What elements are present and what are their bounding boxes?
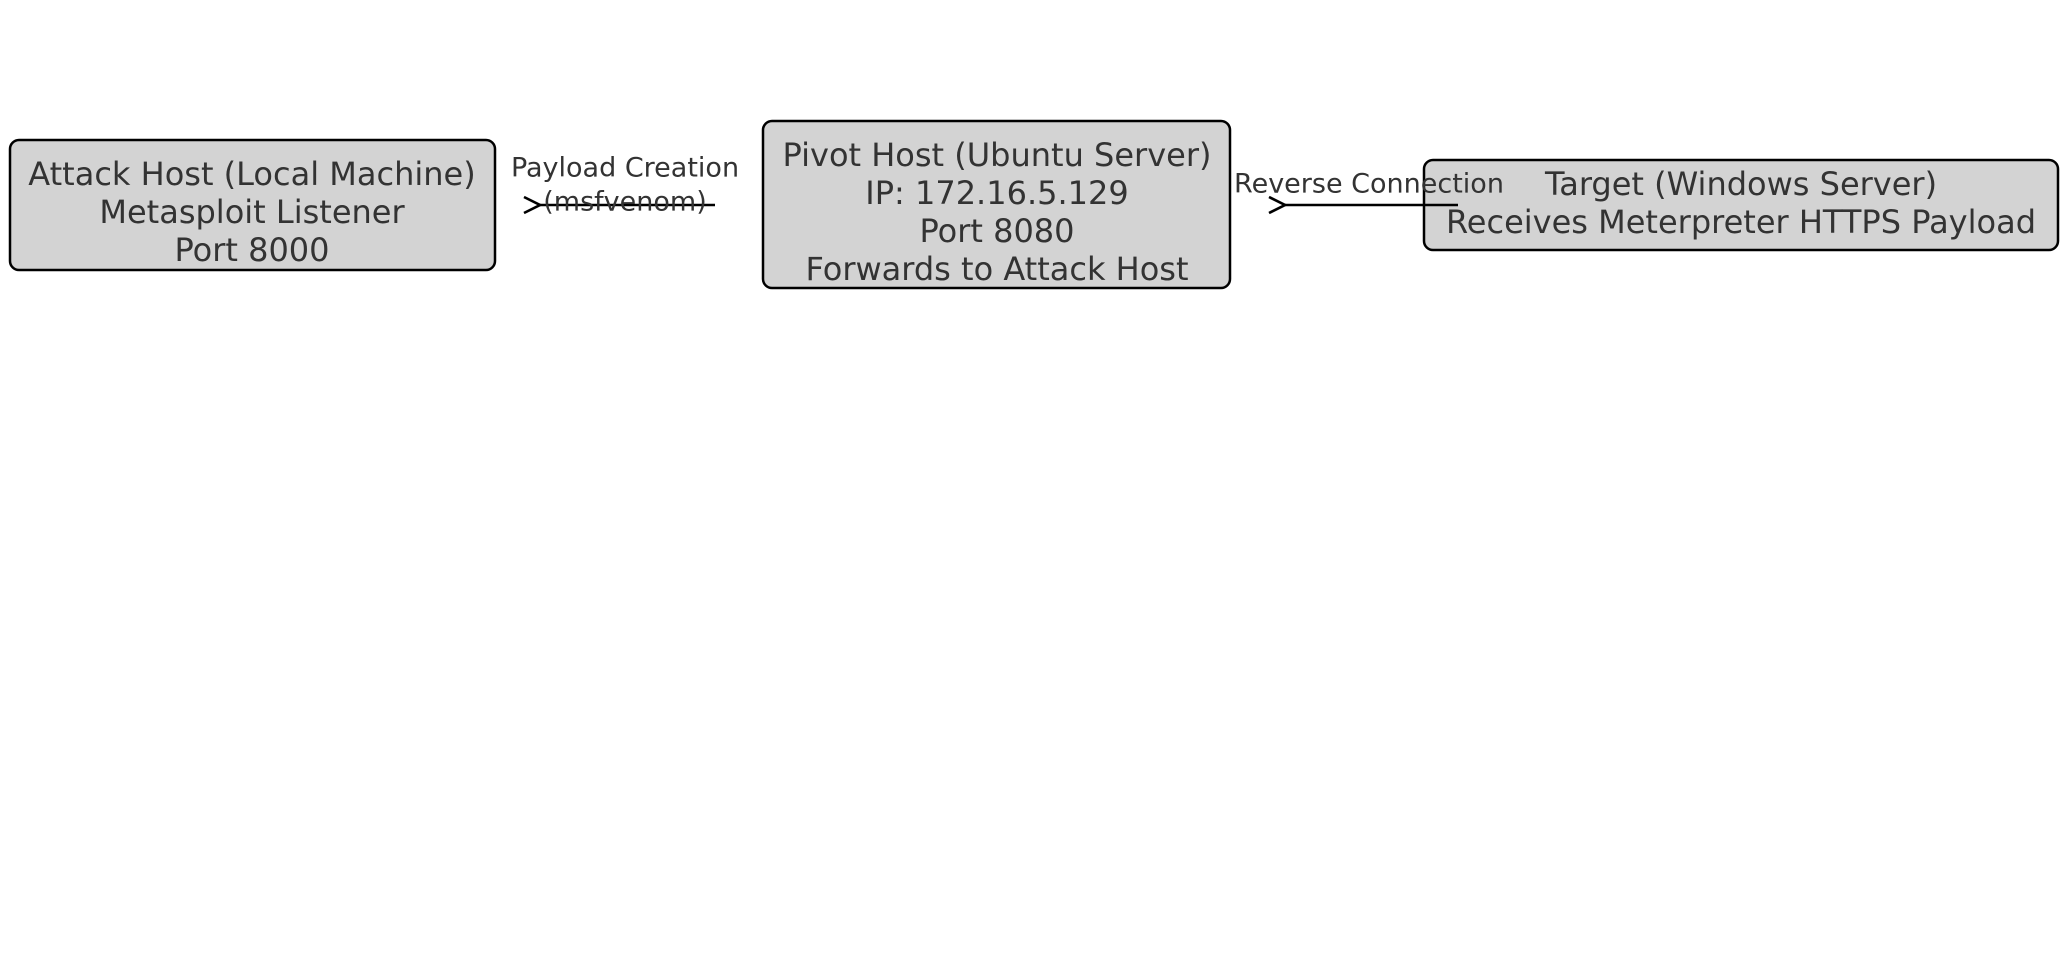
target-node: Target (Windows Server) Receives Meterpr… xyxy=(1422,158,2060,252)
pivot-host-box xyxy=(761,119,1232,290)
pivot-host-port: Port 8080 xyxy=(919,212,1074,250)
reverse-connection-edge: Reverse Connection xyxy=(1234,169,1504,206)
target-payload: Receives Meterpreter HTTPS Payload xyxy=(1446,203,2036,241)
attack-host-node: Attack Host (Local Machine) Metasploit L… xyxy=(8,138,497,272)
pivot-host-forward: Forwards to Attack Host xyxy=(805,250,1188,288)
reverse-connection-label: Reverse Connection xyxy=(1234,169,1504,200)
pivot-host-title: Pivot Host (Ubuntu Server) xyxy=(783,136,1212,174)
payload-creation-sublabel: (msfvenom) xyxy=(543,187,706,218)
attack-host-title: Attack Host (Local Machine) xyxy=(28,155,475,193)
attack-host-port: Port 8000 xyxy=(174,231,329,269)
target-title: Target (Windows Server) xyxy=(1544,165,1937,203)
payload-creation-label: Payload Creation xyxy=(511,153,739,184)
pivot-host-ip: IP: 172.16.5.129 xyxy=(865,174,1128,212)
payload-creation-edge: Payload Creation (msfvenom) xyxy=(511,153,739,218)
pivot-host-node: Pivot Host (Ubuntu Server) IP: 172.16.5.… xyxy=(761,119,1232,290)
attack-host-listener: Metasploit Listener xyxy=(99,193,405,231)
attack-host-box xyxy=(8,138,497,272)
